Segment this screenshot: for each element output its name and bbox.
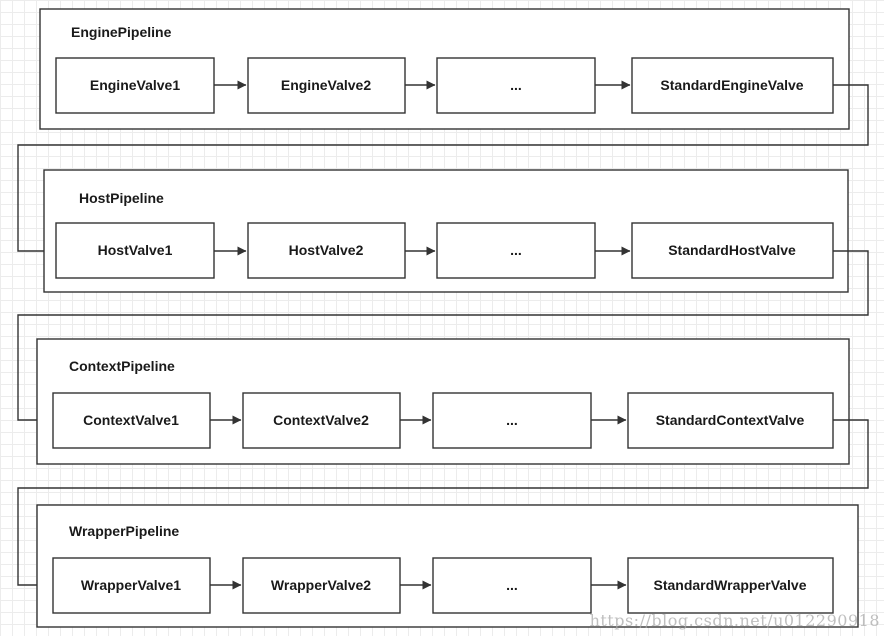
pipeline-context: ContextPipeline ContextValve1 ContextVal…: [36, 338, 850, 465]
valve-label: StandardWrapperValve: [653, 577, 806, 593]
valve-label: HostValve2: [289, 242, 364, 258]
valve-label: ContextValve1: [83, 412, 179, 428]
valve-box: WrapperValve2: [242, 557, 401, 614]
valve-box: WrapperValve1: [52, 557, 211, 614]
pipeline-wrapper: WrapperPipeline WrapperValve1 WrapperVal…: [36, 504, 859, 628]
valve-box: ...: [432, 392, 592, 449]
valve-label: EngineValve1: [90, 77, 180, 93]
valve-label: EngineValve2: [281, 77, 371, 93]
pipeline-title: ContextPipeline: [69, 358, 175, 374]
valve-label: StandardHostValve: [668, 242, 796, 258]
valve-box: ...: [436, 222, 596, 279]
pipeline-link-connector: [17, 419, 869, 590]
valve-box: ContextValve2: [242, 392, 401, 449]
valve-box: HostValve2: [247, 222, 406, 279]
valve-label: ...: [510, 242, 522, 258]
valve-box: StandardWrapperValve: [627, 557, 834, 614]
pipeline-title: WrapperPipeline: [69, 523, 179, 539]
pipeline-link-connector: [17, 250, 869, 425]
pipeline-title: HostPipeline: [79, 190, 164, 206]
valve-box: StandardEngineValve: [631, 57, 834, 114]
pipeline-link-connector: [17, 84, 869, 256]
pipeline-title: EnginePipeline: [71, 24, 172, 40]
valve-label: WrapperValve2: [271, 577, 371, 593]
valve-box: HostValve1: [55, 222, 215, 279]
valve-label: ...: [506, 412, 518, 428]
valve-label: HostValve1: [98, 242, 173, 258]
valve-box: StandardHostValve: [631, 222, 834, 279]
valve-box: ContextValve1: [52, 392, 211, 449]
valve-label: ...: [510, 77, 522, 93]
valve-box: ...: [436, 57, 596, 114]
valve-box: ...: [432, 557, 592, 614]
valve-label: StandardEngineValve: [660, 77, 803, 93]
valve-label: WrapperValve1: [81, 577, 181, 593]
valve-label: ContextValve2: [273, 412, 369, 428]
valve-box: EngineValve1: [55, 57, 215, 114]
valve-box: EngineValve2: [247, 57, 406, 114]
valve-label: StandardContextValve: [656, 412, 805, 428]
pipeline-engine: EnginePipeline EngineValve1 EngineValve2…: [39, 8, 850, 130]
valve-label: ...: [506, 577, 518, 593]
valve-box: StandardContextValve: [627, 392, 834, 449]
pipeline-host: HostPipeline HostValve1 HostValve2 ... S…: [43, 169, 849, 293]
